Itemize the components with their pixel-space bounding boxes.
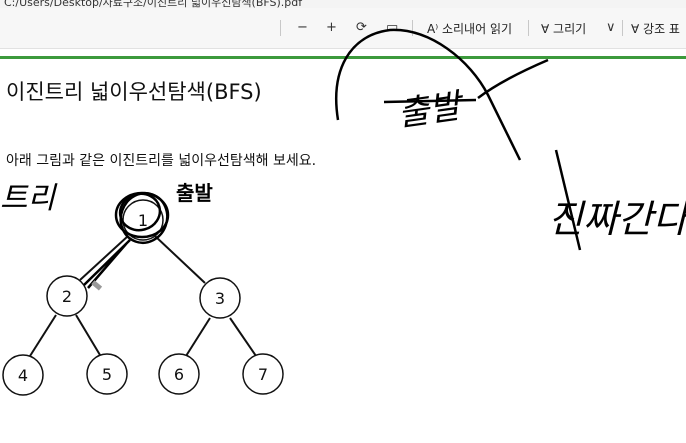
- tree-edge: [154, 235, 206, 284]
- node-label: 6: [174, 365, 184, 384]
- toolbar-separator: [622, 20, 623, 36]
- tree-node: 7: [242, 353, 284, 395]
- highlight-button[interactable]: ∀ 강조 표: [631, 20, 680, 37]
- toolbar-separator: [528, 20, 529, 36]
- handwriting-near-root: 출발: [176, 181, 213, 205]
- rotate-icon: ⟳: [356, 20, 367, 35]
- file-path: C:/Users/Desktop/자료구조/이진트리 넓이우선탐색(BFS).p…: [4, 0, 303, 8]
- node-label: 5: [102, 365, 112, 384]
- zoom-in-button[interactable]: +: [326, 20, 337, 35]
- node-label: 2: [62, 287, 72, 306]
- tree-edge: [75, 314, 101, 356]
- tree-edge: [79, 235, 129, 281]
- node-label: 3: [215, 289, 225, 308]
- handwriting-top-right: 출발: [395, 86, 467, 135]
- node-label: 4: [18, 366, 28, 385]
- tree-edge: [185, 317, 211, 357]
- tree-node: 3: [199, 277, 241, 319]
- tree-node: 6: [158, 353, 200, 395]
- tree-node: 4: [2, 354, 44, 396]
- chevron-down-icon: ∨: [606, 20, 616, 35]
- draw-button[interactable]: ∀ 그리기: [541, 20, 586, 37]
- node-label: 1: [138, 211, 148, 230]
- tree-edge: [29, 314, 57, 357]
- strike-line: [383, 98, 477, 104]
- draw-label: ∀ 그리기: [541, 22, 587, 36]
- read-aloud-label: A⁾ 소리내어 읽기: [427, 22, 513, 36]
- pen-mark: [91, 280, 103, 291]
- tree-node: 2: [46, 275, 88, 317]
- tree-edges: [29, 235, 257, 357]
- zoom-out-button[interactable]: −: [297, 20, 308, 35]
- read-aloud-button[interactable]: A⁾ 소리내어 읽기: [427, 20, 512, 37]
- handwritten-arrow: [335, 28, 549, 161]
- node-label: 7: [258, 365, 268, 384]
- page-title: 이진트리 넓이우선탐색(BFS): [6, 80, 262, 104]
- highlight-label: ∀ 강조 표: [631, 22, 680, 36]
- pdf-toolbar: − + ⟳ ▭ A⁾ 소리내어 읽기 ∀ 그리기 ∨ ∀ 강조 표: [0, 8, 686, 49]
- handwriting-stroke: [554, 149, 582, 251]
- plus-icon: +: [326, 20, 337, 35]
- address-bar: C:/Users/Desktop/자료구조/이진트리 넓이우선탐색(BFS).p…: [0, 0, 686, 8]
- root-scribble: [83, 191, 170, 289]
- tree-edge: [229, 317, 257, 357]
- minus-icon: −: [297, 20, 308, 35]
- handwriting-left: 트리: [0, 181, 58, 216]
- page-header-rule: [0, 56, 686, 59]
- toolbar-separator: [412, 20, 413, 36]
- handwriting-right: 진짜간다: [548, 197, 686, 241]
- rotate-button[interactable]: ⟳: [356, 20, 367, 35]
- tree-node: 5: [86, 353, 128, 395]
- draw-options-button[interactable]: ∨: [606, 20, 616, 35]
- question-text: 아래 그림과 같은 이진트리를 넓이우선탐색해 보세요.: [6, 153, 317, 169]
- toolbar-separator: [280, 20, 281, 36]
